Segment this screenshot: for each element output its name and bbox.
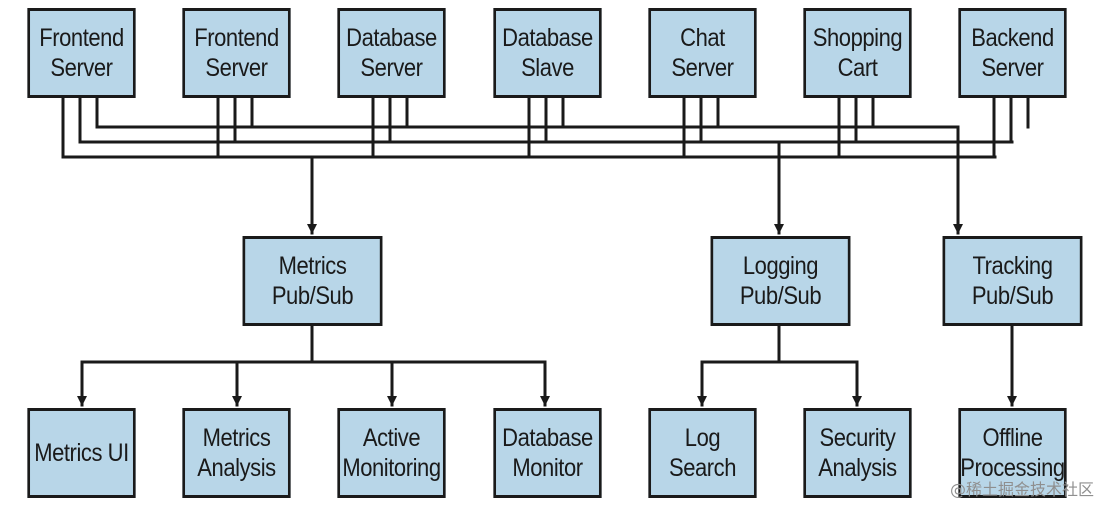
box-label-line: Frontend [194,24,279,52]
box-label-line: Server [981,54,1044,82]
box-label-line: Processing [960,454,1065,482]
box-label-line: Database [502,424,593,452]
box-label-line: Pub/Sub [739,282,822,310]
box-label-line: Backend [971,24,1054,52]
source-database-server: Database Server [337,8,446,98]
consumer-offline-processing: Offline Processing [958,408,1067,498]
box-label-line: Shopping [812,24,903,52]
consumer-metrics-analysis: Metrics Analysis [182,408,291,498]
box-label-line: Database [346,24,437,52]
box-label-line: Server [671,54,734,82]
box-label-line: Server [205,54,268,82]
box-label-line: Analysis [197,454,276,482]
consumer-metrics-ui: Metrics UI [27,408,136,498]
tracking-pubsub-box: Tracking Pub/Sub [942,236,1083,326]
logging-pubsub-box: Logging Pub/Sub [710,236,851,326]
source-shopping-cart: Shopping Cart [803,8,912,98]
box-label-line: Analysis [818,454,897,482]
box-label-line: Offline [982,424,1043,452]
box-label-line: Security [819,424,896,452]
box-label-line: Cart [837,54,878,82]
box-label-line: Slave [521,54,574,82]
box-label-line: Logging [742,252,819,280]
box-label-line: Metrics [278,252,347,280]
box-label-line: Pub/Sub [971,282,1054,310]
box-label-line: Tracking [972,252,1053,280]
box-label-line: Chat [680,24,725,52]
source-backend-server: Backend Server [958,8,1067,98]
consumer-log-search: Log Search [648,408,757,498]
consumer-database-monitor: Database Monitor [493,408,602,498]
box-label-line: Active [362,424,421,452]
box-label-line: Server [360,54,423,82]
source-database-slave: Database Slave [493,8,602,98]
box-label-line: Search [668,454,737,482]
box-label-line: Monitor [512,454,583,482]
box-label-line: Metrics [202,424,271,452]
source-frontend-server-2: Frontend Server [182,8,291,98]
box-label-line: Server [50,54,113,82]
source-chat-server: Chat Server [648,8,757,98]
box-label-line: Frontend [39,24,124,52]
box-label-line: Log [684,424,721,452]
consumer-security-analysis: Security Analysis [803,408,912,498]
consumer-active-monitoring: Active Monitoring [337,408,446,498]
box-label-line: Pub/Sub [271,282,354,310]
watermark-text: @稀土掘金技术社区 [949,480,1094,499]
metrics-pubsub-box: Metrics Pub/Sub [242,236,383,326]
source-frontend-server-1: Frontend Server [27,8,136,98]
box-label-line: Monitoring [342,454,441,482]
box-label-line: Database [502,24,593,52]
box-label-line: Metrics UI [34,439,129,467]
